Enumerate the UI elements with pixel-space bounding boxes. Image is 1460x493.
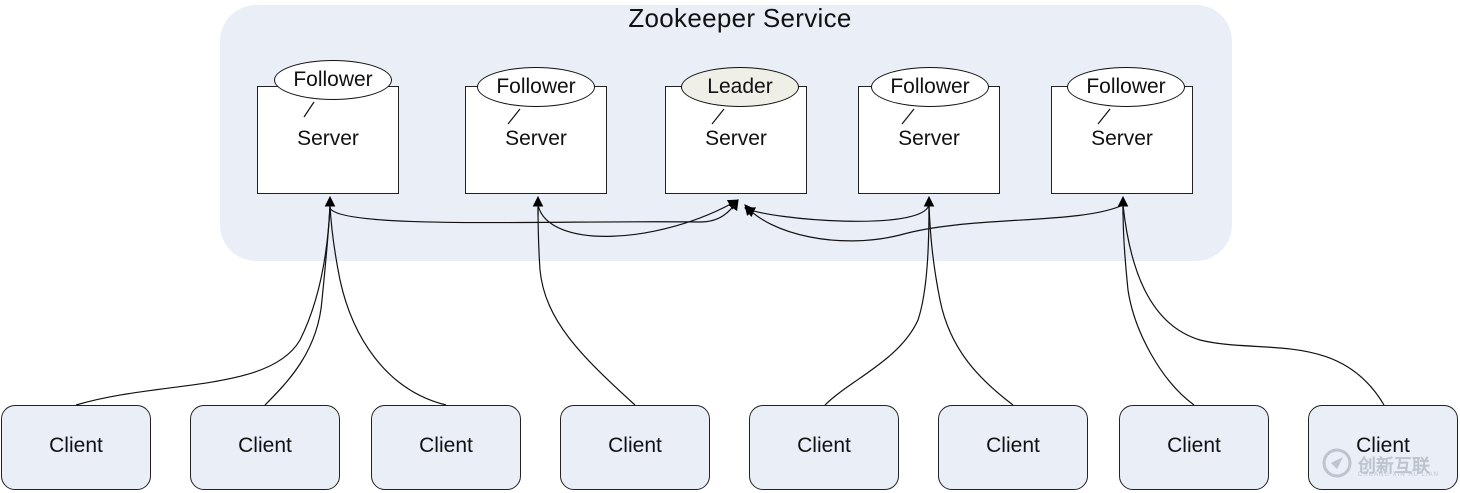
server-label: Server — [297, 127, 359, 150]
service-title: Zookeeper Service — [628, 3, 852, 33]
role-badge-follower: Follower — [274, 60, 392, 100]
watermark-icon — [1322, 448, 1352, 478]
client-label: Client — [1356, 434, 1410, 457]
server-label: Server — [1091, 127, 1153, 150]
client-4: Client — [560, 405, 710, 490]
role-badge-follower: Follower — [871, 67, 989, 107]
client-label: Client — [986, 434, 1040, 457]
client-5: Client — [749, 405, 899, 490]
role-badge-follower: Follower — [1067, 67, 1185, 107]
role-badge-leader: Leader — [681, 67, 799, 107]
server-label: Server — [898, 127, 960, 150]
role-badge-follower: Follower — [477, 67, 595, 107]
client-label: Client — [49, 434, 103, 457]
watermark-subtext: CHUANG XIN HU LIAN — [1358, 472, 1440, 478]
server-1: Server — [257, 86, 399, 194]
client-2: Client — [190, 405, 340, 490]
server-5: Server — [1051, 86, 1193, 194]
server-label: Server — [705, 127, 767, 150]
watermark-logo: 创新互联 CHUANG XIN HU LIAN — [1322, 448, 1454, 482]
client-label: Client — [238, 434, 292, 457]
server-label: Server — [505, 127, 567, 150]
client-label: Client — [608, 434, 662, 457]
watermark-text: 创新互联 — [1358, 456, 1430, 477]
client-label: Client — [1167, 434, 1221, 457]
client-7: Client — [1119, 405, 1269, 490]
client-3: Client — [371, 405, 521, 490]
client-label: Client — [797, 434, 851, 457]
client-label: Client — [419, 434, 473, 457]
client-6: Client — [938, 405, 1088, 490]
client-8: Client — [1308, 405, 1458, 490]
client-1: Client — [1, 405, 151, 490]
